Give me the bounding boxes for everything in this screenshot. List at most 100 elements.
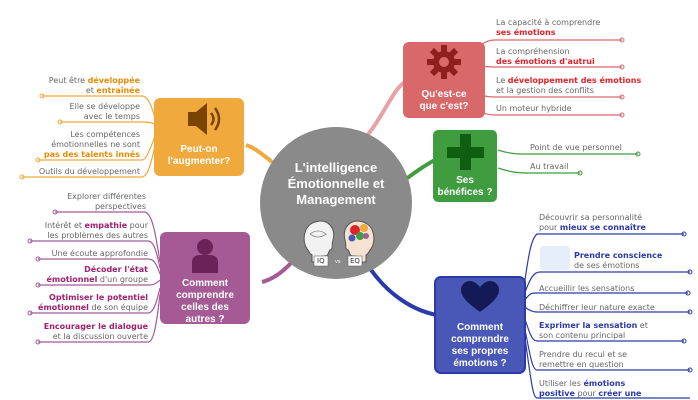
item-text: perspectives bbox=[94, 202, 146, 211]
item-highlight-text: pas des talents innés bbox=[43, 150, 140, 159]
item-highlight-text: développée bbox=[87, 76, 140, 85]
node-augment-line: Peut-on bbox=[180, 144, 218, 155]
item-text: La compréhension bbox=[496, 47, 570, 56]
item-highlight-text: ses émotions bbox=[496, 28, 556, 37]
node-others-box[interactable] bbox=[160, 232, 250, 324]
item-line: perspectives bbox=[67, 202, 146, 212]
item-line: La compréhension bbox=[496, 47, 595, 57]
item-line: avec le temps bbox=[70, 112, 140, 122]
item-text: Elle se développe bbox=[69, 102, 140, 111]
center-title-line: L'intelligence bbox=[294, 160, 378, 175]
quest-item[interactable]: Un moteur hybride bbox=[496, 104, 572, 114]
branch-center-quest bbox=[360, 80, 407, 144]
branch-center-augment bbox=[245, 143, 274, 164]
node-quest-line: Qu'est-ce bbox=[421, 89, 467, 100]
benef-item[interactable]: Au travail bbox=[530, 162, 569, 172]
item-line: émotionnelles ne sont bbox=[44, 140, 140, 150]
item-text: et la discussion ouverte bbox=[52, 332, 148, 341]
node-own-label: Comment comprendre ses propres émotions … bbox=[435, 322, 525, 370]
item-text: Une écoute approfondie bbox=[51, 249, 148, 258]
item-text: émotionnelles ne sont bbox=[51, 140, 140, 149]
iq-label: IQ bbox=[317, 257, 325, 265]
item-line: Optimiser le potentiel bbox=[38, 293, 148, 303]
node-benef-line: Ses bbox=[456, 175, 474, 186]
node-others-line: comprendre bbox=[176, 290, 234, 301]
branch-augment-3 bbox=[38, 135, 156, 161]
item-highlight-text: émotions bbox=[583, 379, 626, 388]
eq-label: EQ bbox=[350, 257, 360, 265]
item-highlight-text: Décoder l'état bbox=[84, 265, 148, 274]
item-line: Accueillir les sensations bbox=[539, 284, 634, 294]
item-highlight-text: émotionnel bbox=[46, 275, 98, 284]
item-line: émotionnel de son équipe bbox=[38, 303, 148, 313]
item-line: Intérêt et empathie pour bbox=[45, 221, 148, 231]
branch-others-2 bbox=[30, 240, 161, 269]
branch-augment-4 bbox=[22, 144, 156, 178]
own-item[interactable]: Accueillir les sensations bbox=[539, 284, 634, 294]
item-text: Prendre du recul et se bbox=[539, 350, 628, 359]
item-text: pour bbox=[127, 221, 148, 230]
item-line: La capacité à comprendre bbox=[496, 18, 600, 28]
item-text: Un moteur hybride bbox=[496, 104, 572, 113]
item-line: et la gestion des conflits bbox=[496, 86, 641, 96]
iq-head-icon bbox=[303, 220, 335, 263]
node-others-line: celles des bbox=[181, 302, 229, 313]
center-title: L'intelligence Émotionnelle et Managemen… bbox=[276, 160, 396, 208]
item-text: Accueillir les sensations bbox=[539, 284, 635, 293]
item-line: les problèmes des autres bbox=[45, 231, 148, 241]
item-text: Point de vue personnel bbox=[530, 143, 622, 152]
item-line: Prendre du recul et se bbox=[539, 350, 627, 360]
others-item[interactable]: Une écoute approfondie bbox=[52, 249, 148, 259]
item-text: Explorer différentes bbox=[67, 192, 146, 201]
own-item[interactable]: Déchiffrer leur nature exacte bbox=[539, 303, 655, 313]
node-others-label: Comment comprendre celles des autres ? bbox=[160, 278, 250, 326]
plus-icon bbox=[447, 134, 484, 170]
node-augment-box[interactable] bbox=[154, 98, 244, 176]
item-highlight-text: entraînée bbox=[96, 86, 140, 95]
item-text: Les compétences bbox=[70, 130, 140, 139]
node-quest-box[interactable] bbox=[403, 42, 485, 118]
augment-item[interactable]: Outils du développement bbox=[39, 167, 140, 177]
item-line: des émotions d'autrui bbox=[496, 57, 595, 67]
node-quest-label: Qu'est-ce que c'est? bbox=[403, 89, 485, 113]
item-highlight-text: Optimiser le potentiel bbox=[49, 293, 148, 302]
own-item-highlight-box bbox=[540, 246, 570, 270]
item-highlight-text: émotionnel bbox=[38, 303, 89, 312]
branch-center-others bbox=[261, 260, 294, 284]
person-icon bbox=[192, 239, 218, 273]
item-text: La capacité à comprendre bbox=[496, 18, 601, 27]
item-text: Déchiffrer leur nature exacte bbox=[539, 303, 655, 312]
node-own-box[interactable] bbox=[434, 276, 526, 374]
item-text: Outils du développement bbox=[38, 167, 140, 176]
node-own-line: comprendre bbox=[451, 334, 509, 345]
item-highlight-text: Encourager le dialogue bbox=[43, 322, 148, 331]
item-line: remettre en question bbox=[539, 360, 627, 370]
item-text: Peut être bbox=[48, 76, 88, 85]
item-text: Intérêt et bbox=[44, 221, 85, 230]
item-text: Utiliser les bbox=[539, 379, 584, 388]
node-own-line: émotions ? bbox=[453, 358, 507, 369]
center-title-line: Émotionnelle et bbox=[287, 176, 385, 191]
item-text: remettre en question bbox=[539, 360, 624, 369]
item-line: Une écoute approfondie bbox=[52, 249, 148, 259]
item-highlight-text: mieux se connaître bbox=[559, 223, 646, 232]
benef-item[interactable]: Point de vue personnel bbox=[530, 143, 622, 153]
item-highlight-text: empathie bbox=[84, 221, 128, 230]
